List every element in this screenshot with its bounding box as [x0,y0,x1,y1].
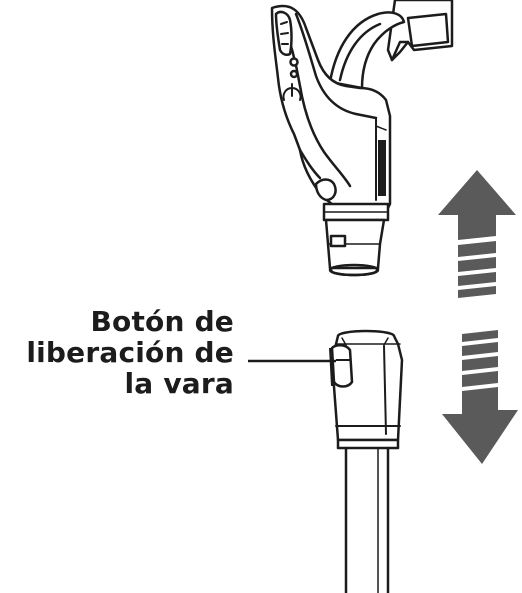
label-line-2: liberación de [26,336,234,369]
arrow-down-icon [442,330,518,464]
release-button-label: Botón de liberación de la vara [0,306,234,399]
wand [330,329,404,593]
release-button [329,344,354,388]
label-line-1: Botón de [90,305,234,338]
arrow-up-icon [438,170,516,298]
vacuum-handle [270,0,454,277]
label-line-3: la vara [124,367,234,400]
